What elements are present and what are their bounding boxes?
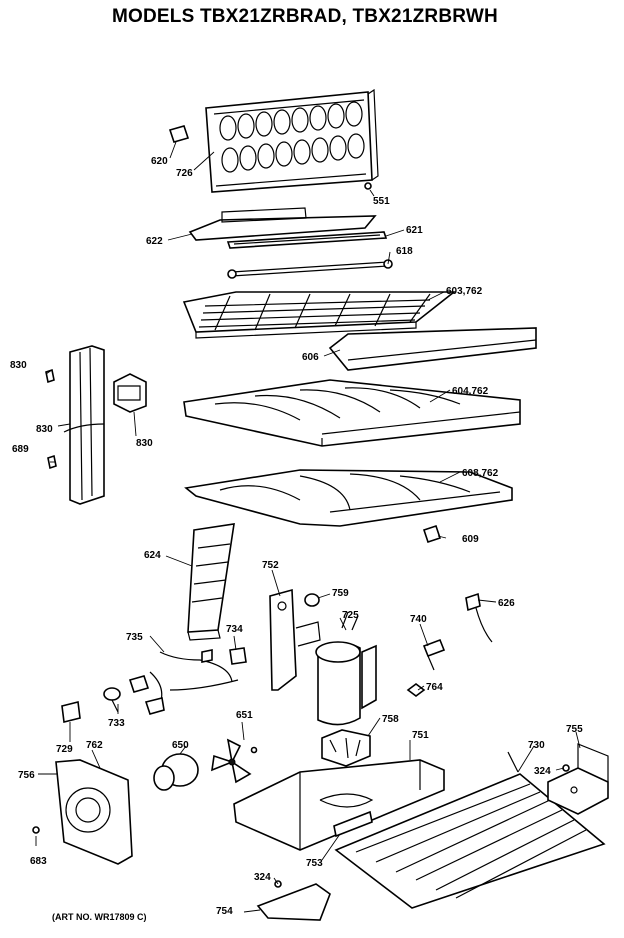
cover-622: [188, 207, 377, 241]
label-734: 734: [226, 624, 243, 635]
part-labels: 620 726 551 622 621 618 603,762 606 830 …: [10, 156, 583, 917]
label-603-762: 603,762: [446, 286, 483, 297]
relay-740: [422, 638, 446, 671]
diagram-title: MODELS TBX21ZRBRAD, TBX21ZRBRWH: [112, 6, 498, 27]
shelf-603: [182, 291, 457, 339]
label-689: 689: [12, 444, 29, 455]
tube-764: [406, 683, 426, 697]
label-622: 622: [146, 236, 163, 247]
drain-pan-754: [256, 883, 331, 921]
label-755: 755: [566, 724, 583, 735]
label-729: 729: [56, 744, 73, 755]
label-756: 756: [18, 770, 35, 781]
clip-609: [422, 524, 442, 544]
label-762: 762: [86, 740, 103, 751]
label-830-screw: 830: [10, 360, 27, 371]
switch-729: [61, 701, 81, 723]
label-604-762: 604,762: [452, 386, 489, 397]
label-621: 621: [406, 225, 423, 236]
label-830-damper: 830: [136, 438, 153, 449]
screw-683: [32, 826, 40, 834]
fan-shroud-762: [55, 759, 133, 865]
label-830-mullion: 830: [36, 424, 53, 435]
label-651: 651: [236, 710, 253, 721]
label-764: 764: [426, 682, 443, 693]
grommets-758: [321, 729, 371, 767]
label-624: 624: [144, 550, 161, 561]
heater-621: [226, 231, 388, 249]
rod-618: [227, 259, 393, 279]
bracket-755: [547, 743, 609, 815]
label-626: 626: [498, 598, 515, 609]
shelf-606: [328, 327, 537, 371]
thermostat-734: [229, 647, 247, 665]
condenser-730: [334, 751, 606, 909]
fan-motor-650: [153, 753, 199, 791]
label-609: 609: [462, 534, 479, 545]
grommet-759: [304, 593, 320, 607]
label-620: 620: [151, 156, 168, 167]
label-735: 735: [126, 632, 143, 643]
fan-blade-651: [211, 738, 258, 784]
label-606: 606: [302, 352, 319, 363]
art-number: (ART NO. WR17809 C): [52, 912, 147, 922]
label-324-lower: 324: [254, 872, 271, 883]
shelf-608: [184, 469, 513, 527]
duct-624: [187, 523, 235, 641]
compressor-725: [315, 611, 377, 726]
label-740: 740: [410, 614, 427, 625]
label-608-762: 608,762: [462, 468, 499, 479]
bracket-752: [269, 588, 321, 691]
label-726: 726: [176, 168, 193, 179]
label-753: 753: [306, 858, 323, 869]
label-650: 650: [172, 740, 189, 751]
evaporator-726: [205, 88, 379, 193]
capacitor-733: [103, 687, 121, 713]
clip-620: [168, 125, 190, 143]
label-324-right: 324: [534, 766, 551, 777]
label-759: 759: [332, 588, 349, 599]
damper-830: [113, 373, 147, 413]
base-751: [233, 759, 445, 851]
harness-735: [128, 649, 239, 715]
label-618: 618: [396, 246, 413, 257]
label-758: 758: [382, 714, 399, 725]
shelf-604: [183, 379, 521, 447]
mullion-830: [63, 345, 105, 505]
label-730: 730: [528, 740, 545, 751]
panel-753: [333, 810, 373, 838]
label-725: 725: [342, 610, 359, 621]
label-683: 683: [30, 856, 47, 867]
leader-lines: [35, 141, 581, 913]
label-752: 752: [262, 560, 279, 571]
screw-551: [364, 182, 372, 190]
label-551: 551: [373, 196, 390, 207]
label-733: 733: [108, 718, 125, 729]
label-754: 754: [216, 906, 233, 917]
label-751: 751: [412, 730, 429, 741]
cord-626: [465, 592, 493, 643]
